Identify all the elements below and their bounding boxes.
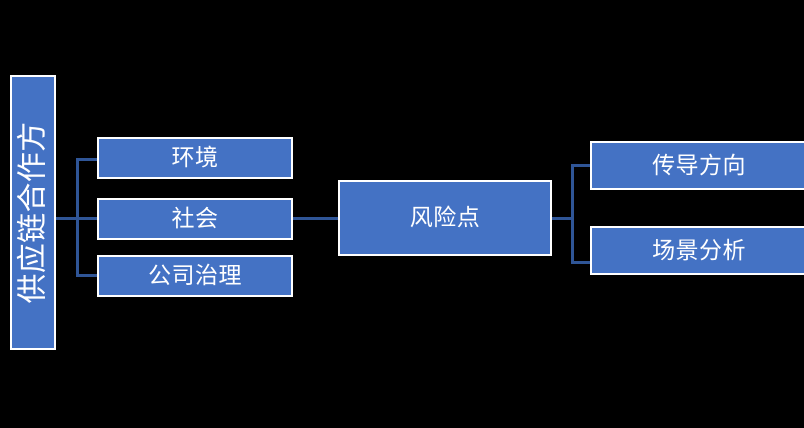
node-risk-point-label: 风险点 bbox=[409, 204, 481, 231]
node-risk-point[interactable]: 风险点 bbox=[338, 180, 552, 256]
node-transmission-direction[interactable]: 传导方向 bbox=[590, 141, 804, 190]
node-governance[interactable]: 公司治理 bbox=[97, 255, 293, 297]
node-supply-chain-partner[interactable]: 供应链合作方 bbox=[10, 75, 56, 350]
node-transmission-direction-label: 传导方向 bbox=[652, 151, 746, 178]
connector-root-governance bbox=[76, 274, 99, 277]
node-governance-label: 公司治理 bbox=[148, 262, 242, 289]
connector-society-risk bbox=[291, 217, 340, 220]
connector-risk-scenario bbox=[571, 261, 592, 264]
node-scenario-analysis-label: 场景分析 bbox=[652, 236, 746, 263]
connector-root-stem bbox=[56, 217, 78, 220]
node-society[interactable]: 社会 bbox=[97, 198, 293, 240]
connector-root-society bbox=[76, 217, 99, 220]
node-scenario-analysis[interactable]: 场景分析 bbox=[590, 226, 804, 275]
node-society-label: 社会 bbox=[171, 205, 219, 232]
connector-right-spine bbox=[571, 164, 574, 264]
node-supply-chain-partner-label: 供应链合作方 bbox=[16, 121, 50, 304]
node-environment-label: 环境 bbox=[171, 144, 219, 171]
connector-risk-transmission bbox=[571, 164, 592, 167]
connector-root-environment bbox=[76, 158, 99, 161]
node-environment[interactable]: 环境 bbox=[97, 137, 293, 179]
connector-risk-stem bbox=[550, 217, 574, 220]
